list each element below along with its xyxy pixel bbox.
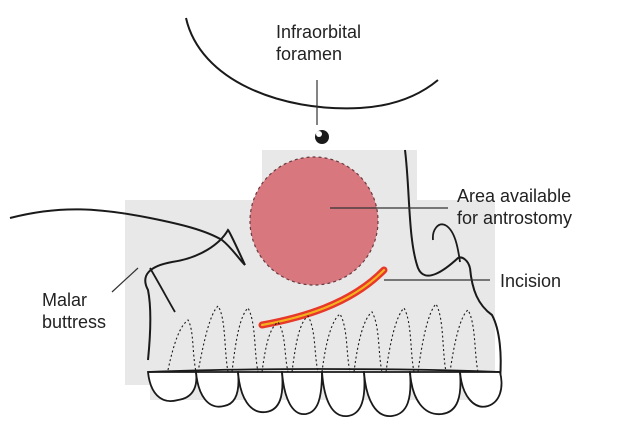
teeth-crowns xyxy=(148,372,502,416)
label-infraorbital-line2: foramen xyxy=(276,44,342,64)
tooth-4 xyxy=(282,372,322,414)
tooth-3 xyxy=(238,372,282,412)
label-infraorbital: Infraorbital foramen xyxy=(276,22,366,64)
foramen-highlight xyxy=(316,131,322,137)
label-area-line1: Area available xyxy=(457,186,571,206)
label-incision: Incision xyxy=(500,271,561,291)
tooth-5 xyxy=(322,372,364,416)
infraorbital-foramen xyxy=(315,130,329,144)
label-malar-line2: buttress xyxy=(42,312,106,332)
label-infraorbital-line1: Infraorbital xyxy=(276,22,361,42)
tooth-6 xyxy=(364,372,410,416)
label-malar-line1: Malar xyxy=(42,290,87,310)
label-malar-buttress: Malar buttress xyxy=(42,290,106,332)
tooth-8 xyxy=(460,372,502,407)
tooth-7 xyxy=(410,372,460,414)
tooth-2 xyxy=(196,372,238,407)
label-area-line2: for antrostomy xyxy=(457,208,572,228)
antrostomy-area xyxy=(250,157,378,285)
